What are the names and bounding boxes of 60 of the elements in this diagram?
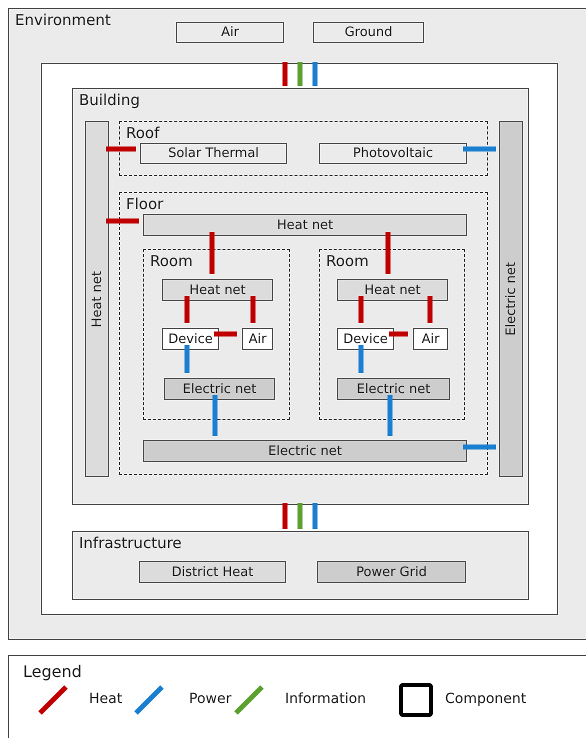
dashed-group-box bbox=[119, 192, 488, 475]
component-box: Solar Thermal bbox=[140, 143, 287, 164]
connector-line bbox=[358, 345, 364, 373]
group-title: Environment bbox=[15, 11, 111, 29]
frame-panel bbox=[41, 63, 558, 615]
legend-label: Information bbox=[285, 691, 366, 707]
group-title: Room bbox=[150, 252, 193, 270]
group-panel bbox=[8, 8, 586, 640]
connector-line bbox=[184, 345, 190, 373]
dashed-group-box bbox=[143, 249, 290, 420]
dashed-group-box bbox=[119, 121, 488, 176]
connector-line bbox=[312, 62, 318, 86]
connector-line bbox=[463, 146, 496, 152]
connector-line bbox=[358, 296, 364, 323]
component-bar: Heat net bbox=[85, 121, 109, 477]
component-box: Electric net bbox=[143, 440, 467, 462]
group-title: Floor bbox=[126, 195, 164, 213]
group-title: Building bbox=[79, 91, 140, 109]
component-box: Electric net bbox=[337, 378, 450, 400]
group-title: Roof bbox=[126, 124, 160, 142]
connector-line bbox=[210, 232, 214, 274]
connector-line bbox=[312, 503, 318, 529]
component-box: Air bbox=[242, 328, 273, 350]
connector-line bbox=[214, 332, 237, 336]
connector-line bbox=[428, 296, 432, 323]
connector-line bbox=[282, 62, 288, 86]
legend-label: Component bbox=[445, 691, 526, 707]
connector-line bbox=[389, 332, 408, 336]
component-box: Device bbox=[337, 328, 394, 350]
connector-line bbox=[388, 395, 392, 436]
legend-label: Heat bbox=[89, 691, 122, 707]
component-box: Heat net bbox=[337, 279, 448, 301]
group-title: Infrastructure bbox=[79, 534, 182, 552]
connector-line bbox=[184, 296, 190, 323]
component-box: Electric net bbox=[164, 378, 275, 400]
component-box: Air bbox=[176, 22, 284, 43]
dashed-group-box bbox=[319, 249, 465, 420]
connector-line bbox=[463, 444, 496, 450]
connector-line bbox=[106, 218, 139, 224]
connector-line bbox=[298, 503, 302, 529]
component-box: Air bbox=[413, 328, 448, 350]
component-box: Power Grid bbox=[317, 561, 466, 583]
component-box: Heat net bbox=[143, 214, 467, 236]
connector-line bbox=[212, 395, 218, 436]
component-box: Photovoltaic bbox=[319, 143, 467, 164]
component-box: Heat net bbox=[162, 279, 273, 301]
legend-label: Power bbox=[189, 691, 232, 707]
group-panel bbox=[72, 531, 529, 600]
group-panel bbox=[72, 88, 529, 505]
legend-title: Legend bbox=[23, 662, 82, 681]
component-bar: Electric net bbox=[499, 121, 523, 477]
connector-line bbox=[386, 232, 390, 274]
component-box: District Heat bbox=[139, 561, 286, 583]
group-title: Room bbox=[326, 252, 369, 270]
connector-line bbox=[106, 146, 136, 152]
connector-line bbox=[298, 62, 302, 86]
connector-line bbox=[282, 503, 288, 529]
component-box: Ground bbox=[313, 22, 424, 43]
component-box: Device bbox=[162, 328, 219, 350]
connector-line bbox=[250, 296, 256, 323]
